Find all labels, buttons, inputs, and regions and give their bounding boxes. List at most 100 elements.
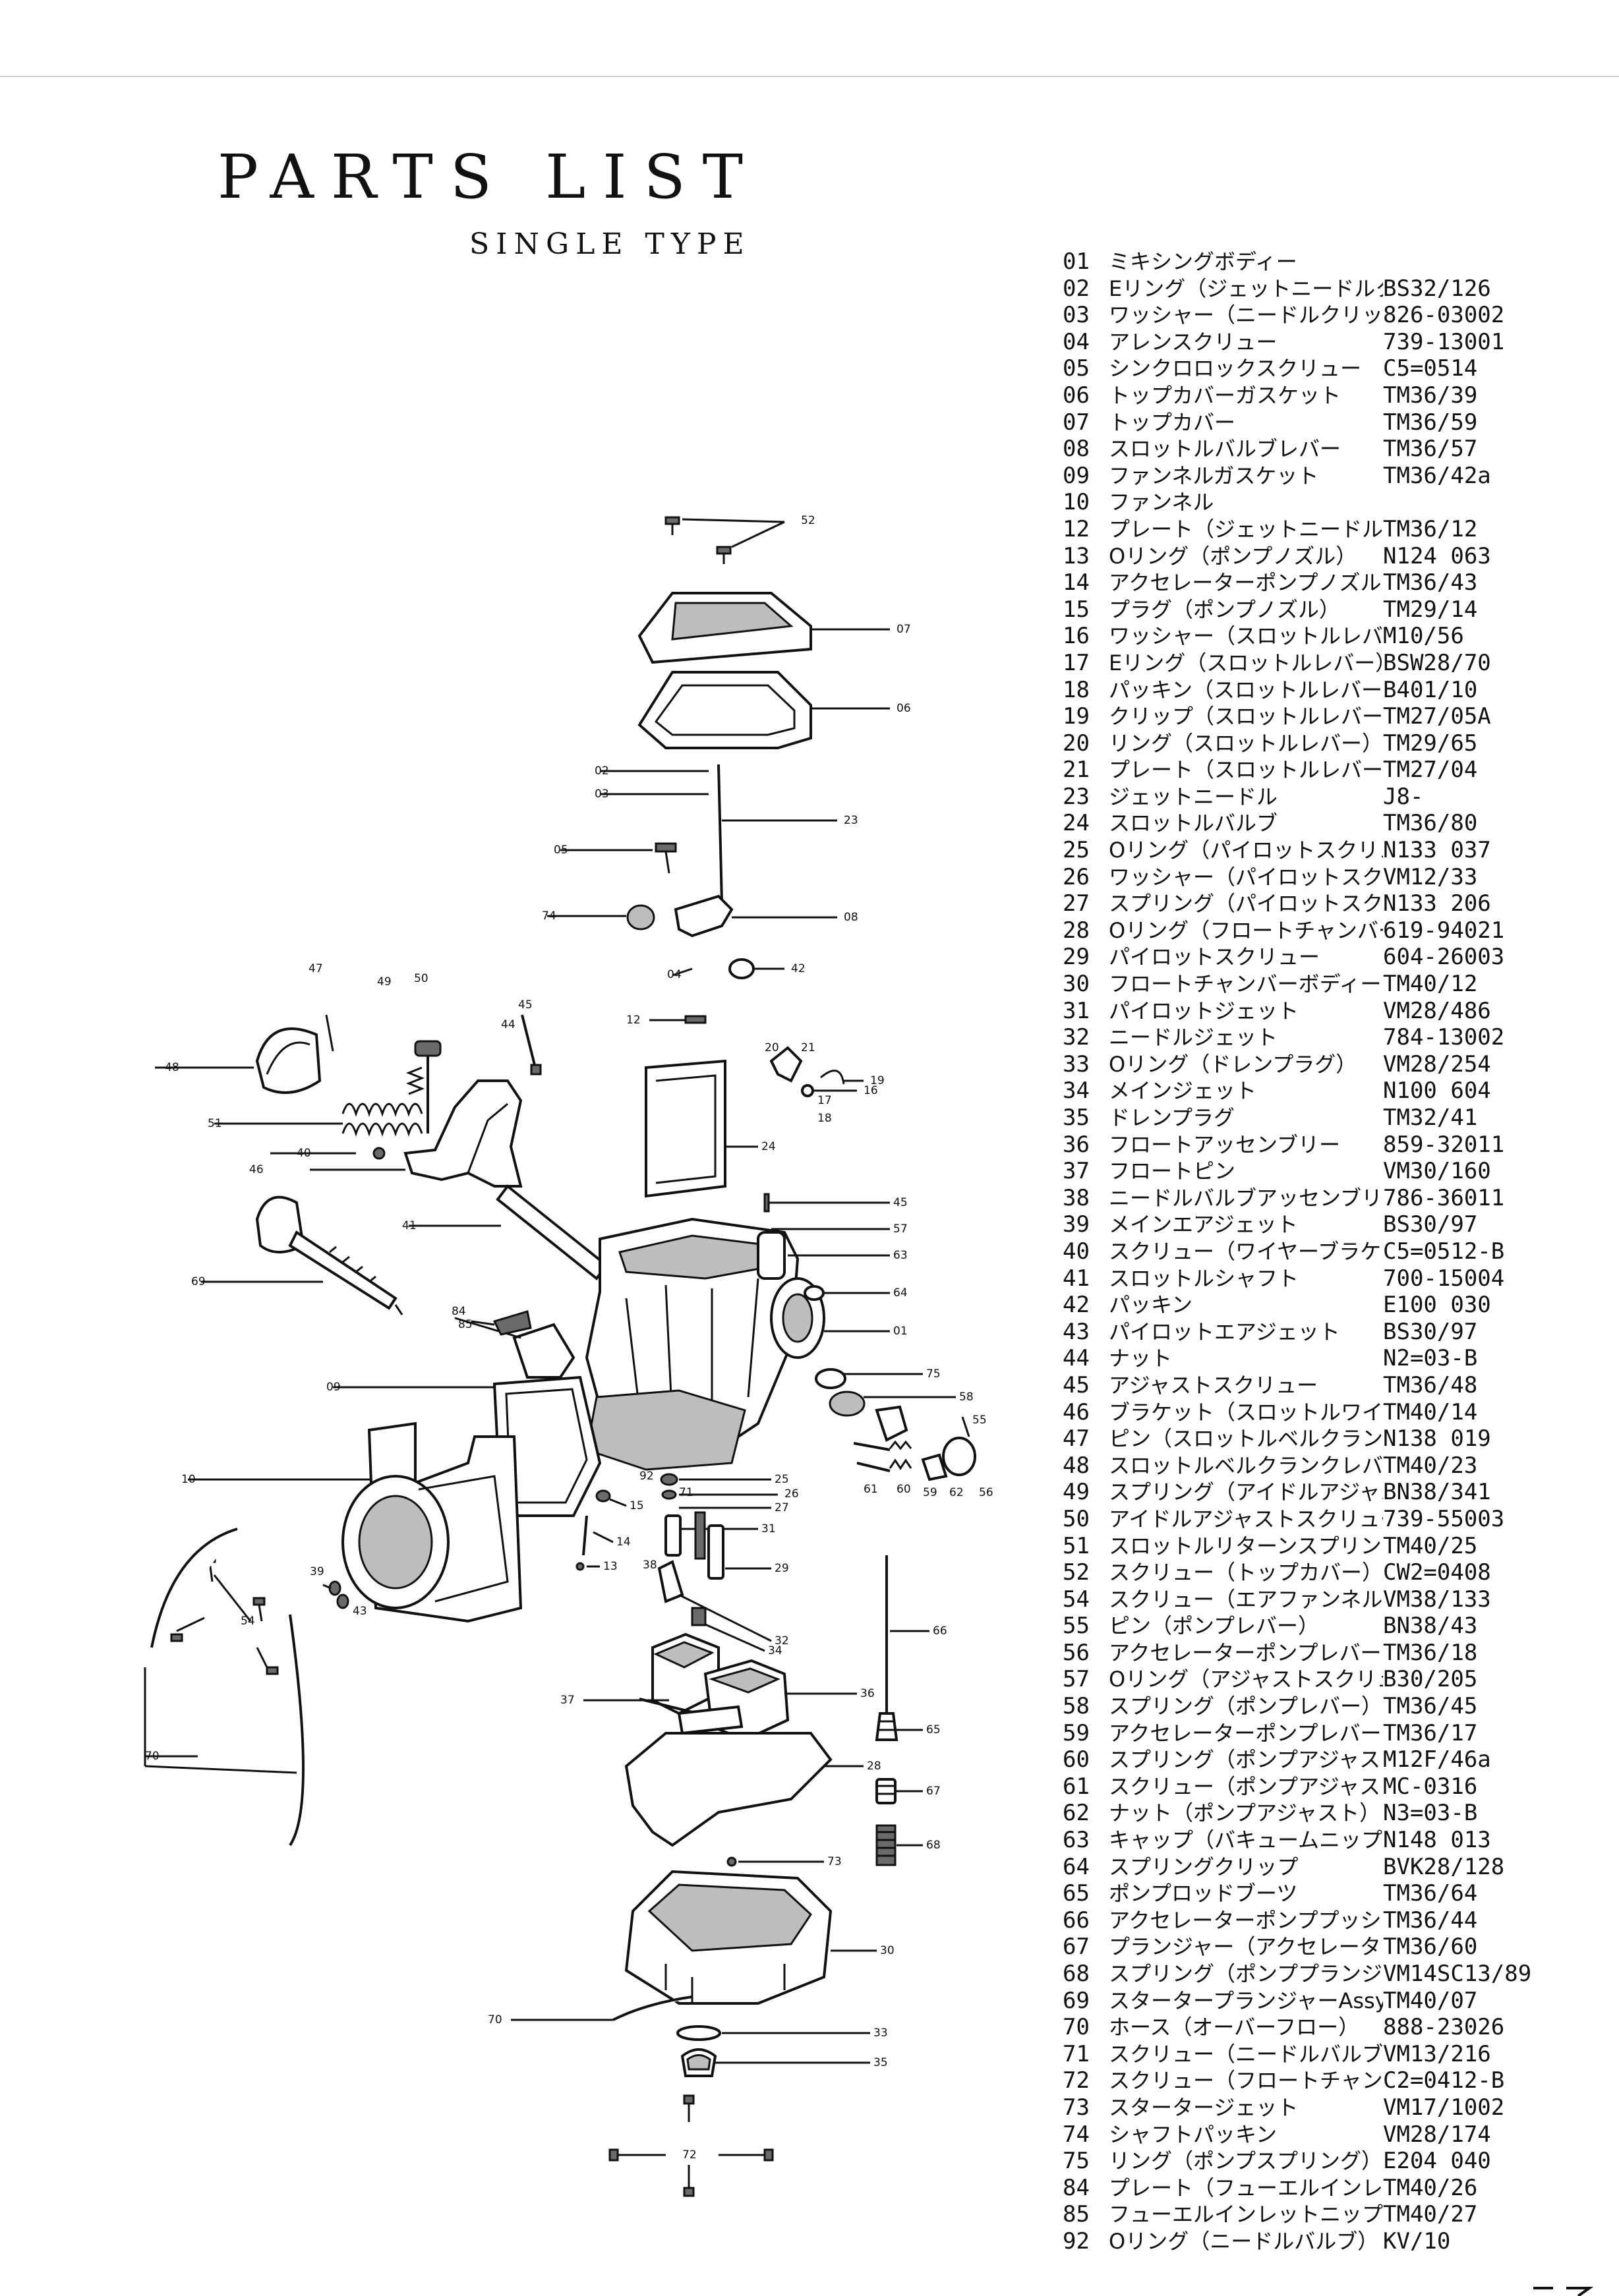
callout-label: 24 xyxy=(761,1140,776,1153)
part-code: C5=0514 xyxy=(1383,355,1478,382)
callout-label: 66 xyxy=(933,1624,947,1638)
part-name: スクリュー（ニードルバルブホルダー） xyxy=(1109,2041,1383,2067)
adjust-screw xyxy=(521,1014,542,1076)
accelerator-pump-parts xyxy=(815,1368,976,1476)
mixing-body xyxy=(454,1217,890,1471)
part-code: TM36/12 xyxy=(1383,515,1478,542)
part-code: 888-23026 xyxy=(1383,2014,1505,2041)
callout-label: 21 xyxy=(801,1041,815,1054)
part-number-index: 69 xyxy=(1063,1987,1090,2014)
callout-label: 49 xyxy=(377,975,392,989)
part-name: ブラケット（スロットルワイヤー） xyxy=(1109,1399,1383,1425)
part-name: トップカバーガスケット xyxy=(1109,382,1341,408)
part-name: アレンスクリュー xyxy=(1109,329,1278,355)
part-number-index: 16 xyxy=(1063,623,1090,650)
part-code: N124 063 xyxy=(1383,542,1491,569)
part-number-index: 55 xyxy=(1063,1613,1090,1640)
part-code: TM40/12 xyxy=(1383,971,1478,998)
part-code: TM36/64 xyxy=(1383,1880,1478,1907)
part-code: VM13/216 xyxy=(1383,2040,1491,2067)
callout-label: 51 xyxy=(208,1117,222,1130)
part-code: TM36/48 xyxy=(1383,1371,1478,1398)
part-name: プラグ（ポンプノズル） xyxy=(1109,596,1341,622)
part-code: N133 206 xyxy=(1383,890,1491,917)
float-chamber-gasket xyxy=(624,1732,864,1847)
part-number-index: 07 xyxy=(1063,409,1090,436)
part-name: スクリュー（ポンプアジャスト） xyxy=(1109,1773,1383,1799)
part-name: Oリング（パイロットスクリュー） xyxy=(1109,838,1383,863)
part-name: Oリング（フロートチャンバー） xyxy=(1109,917,1383,943)
part-code: TM40/25 xyxy=(1383,1532,1478,1559)
callout-label: 18 xyxy=(817,1112,832,1125)
part-code: TM40/27 xyxy=(1383,2201,1478,2228)
part-number-index: 67 xyxy=(1063,1934,1090,1961)
part-name: スクリュー（ワイヤーブラケット） xyxy=(1109,1238,1383,1264)
part-name: スクリュー（トップカバー） xyxy=(1109,1560,1383,1586)
callout-label: 58 xyxy=(959,1391,974,1404)
part-name: Eリング（ジェットニードルクリップ） xyxy=(1109,275,1383,301)
part-number-index: 61 xyxy=(1063,1773,1090,1800)
part-code: 786-36011 xyxy=(1383,1184,1505,1211)
exploded-diagram: 5207060203230574080442474950454448122021… xyxy=(144,514,993,2197)
part-number-index: 62 xyxy=(1063,1800,1090,1827)
callout-label: 29 xyxy=(775,1562,789,1575)
part-code: TM40/23 xyxy=(1383,1452,1478,1479)
callout-label: 15 xyxy=(630,1499,644,1512)
part-code: 784-13002 xyxy=(1383,1024,1505,1051)
part-name: リング（ポンプスプリング） xyxy=(1109,2148,1383,2174)
part-name: アクセレーターポンプレバー xyxy=(1109,1640,1382,1665)
callout-label: 62 xyxy=(949,1486,964,1499)
throttle-shaft xyxy=(409,1184,890,1280)
part-name: スプリング（ポンプレバー） xyxy=(1109,1694,1383,1719)
part-code: MC-0316 xyxy=(1383,1773,1478,1800)
part-number-index: 15 xyxy=(1063,596,1090,623)
part-name: パイロットジェット xyxy=(1109,998,1299,1023)
callout-label: 73 xyxy=(827,1855,842,1868)
callout-label: 92 xyxy=(639,1470,654,1483)
part-number-index: 40 xyxy=(1063,1238,1090,1265)
parts-row: 66アクセレーターポンププッシュロッドTM36/44 xyxy=(1063,1907,1603,1934)
part-name: フロートチャンバーボディー xyxy=(1109,971,1382,997)
part-number-index: 56 xyxy=(1063,1639,1090,1666)
part-name: フロートアッセンブリー xyxy=(1109,1132,1341,1157)
part-code: 739-55003 xyxy=(1383,1505,1505,1532)
starter-jet xyxy=(726,1856,824,1867)
part-name: スプリング（アイドルアジャスト） xyxy=(1109,1479,1383,1505)
part-number-index: 42 xyxy=(1063,1292,1090,1319)
idle-adjust-screw xyxy=(405,1040,442,1134)
callout-label: 50 xyxy=(414,972,428,985)
part-number-index: 36 xyxy=(1063,1131,1090,1158)
part-name: ナット xyxy=(1109,1346,1173,1371)
part-code: TM36/60 xyxy=(1383,1934,1478,1961)
bellcrank-lever xyxy=(155,1014,423,1137)
part-number-index: 12 xyxy=(1063,515,1090,542)
part-number-index: 38 xyxy=(1063,1184,1090,1211)
callout-label: 72 xyxy=(682,2148,697,2162)
part-number-index: 30 xyxy=(1063,971,1090,998)
part-code: E100 030 xyxy=(1383,1292,1491,1319)
callout-label: 42 xyxy=(791,962,806,975)
callout-label: 56 xyxy=(979,1486,993,1499)
part-name: ジェットニードル xyxy=(1109,784,1278,809)
part-number-index: 72 xyxy=(1063,2067,1090,2094)
callout-label: 68 xyxy=(926,1839,941,1852)
drain-plug xyxy=(676,2025,870,2077)
throttle-valve xyxy=(645,1059,758,1198)
callout-label: 43 xyxy=(353,1605,367,1618)
